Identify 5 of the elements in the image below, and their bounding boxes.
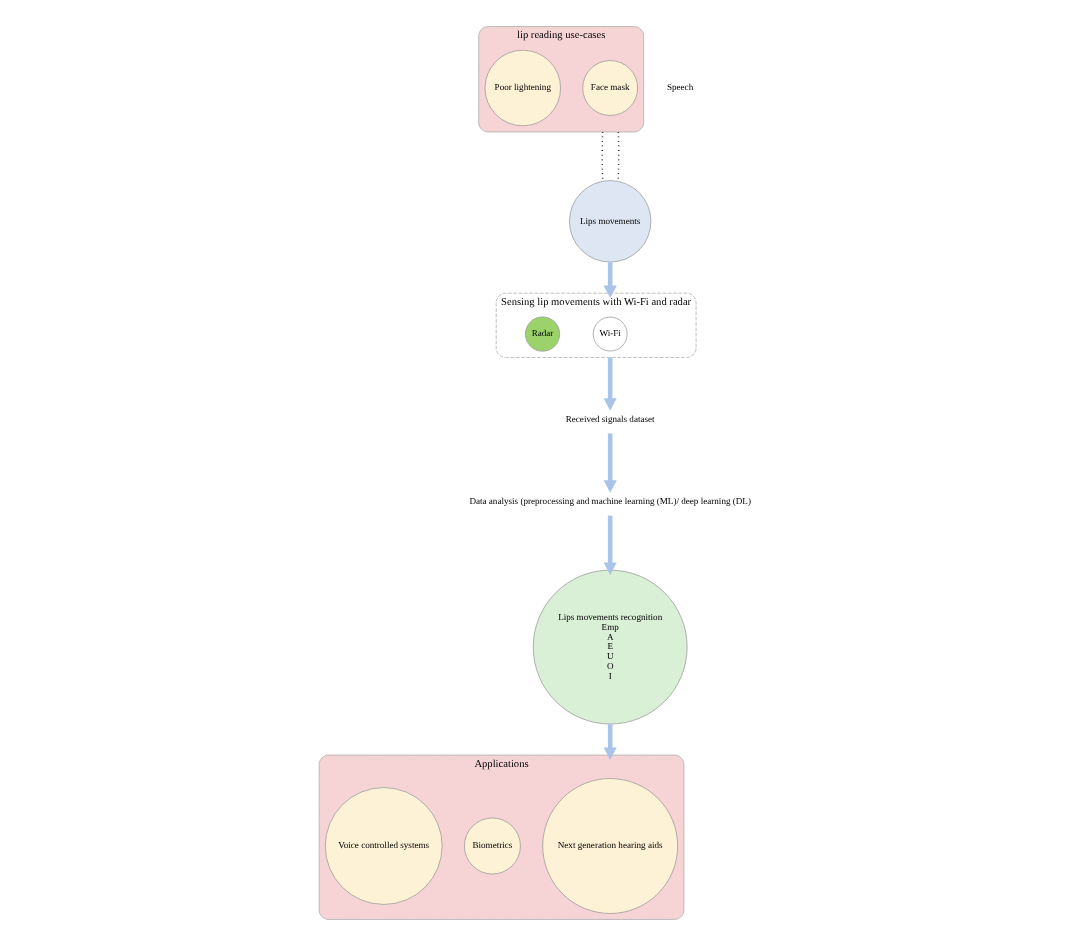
arrow — [602, 515, 616, 575]
arrow — [602, 724, 616, 760]
arrow — [602, 357, 616, 411]
arrow — [602, 262, 616, 299]
arrow — [602, 433, 616, 493]
